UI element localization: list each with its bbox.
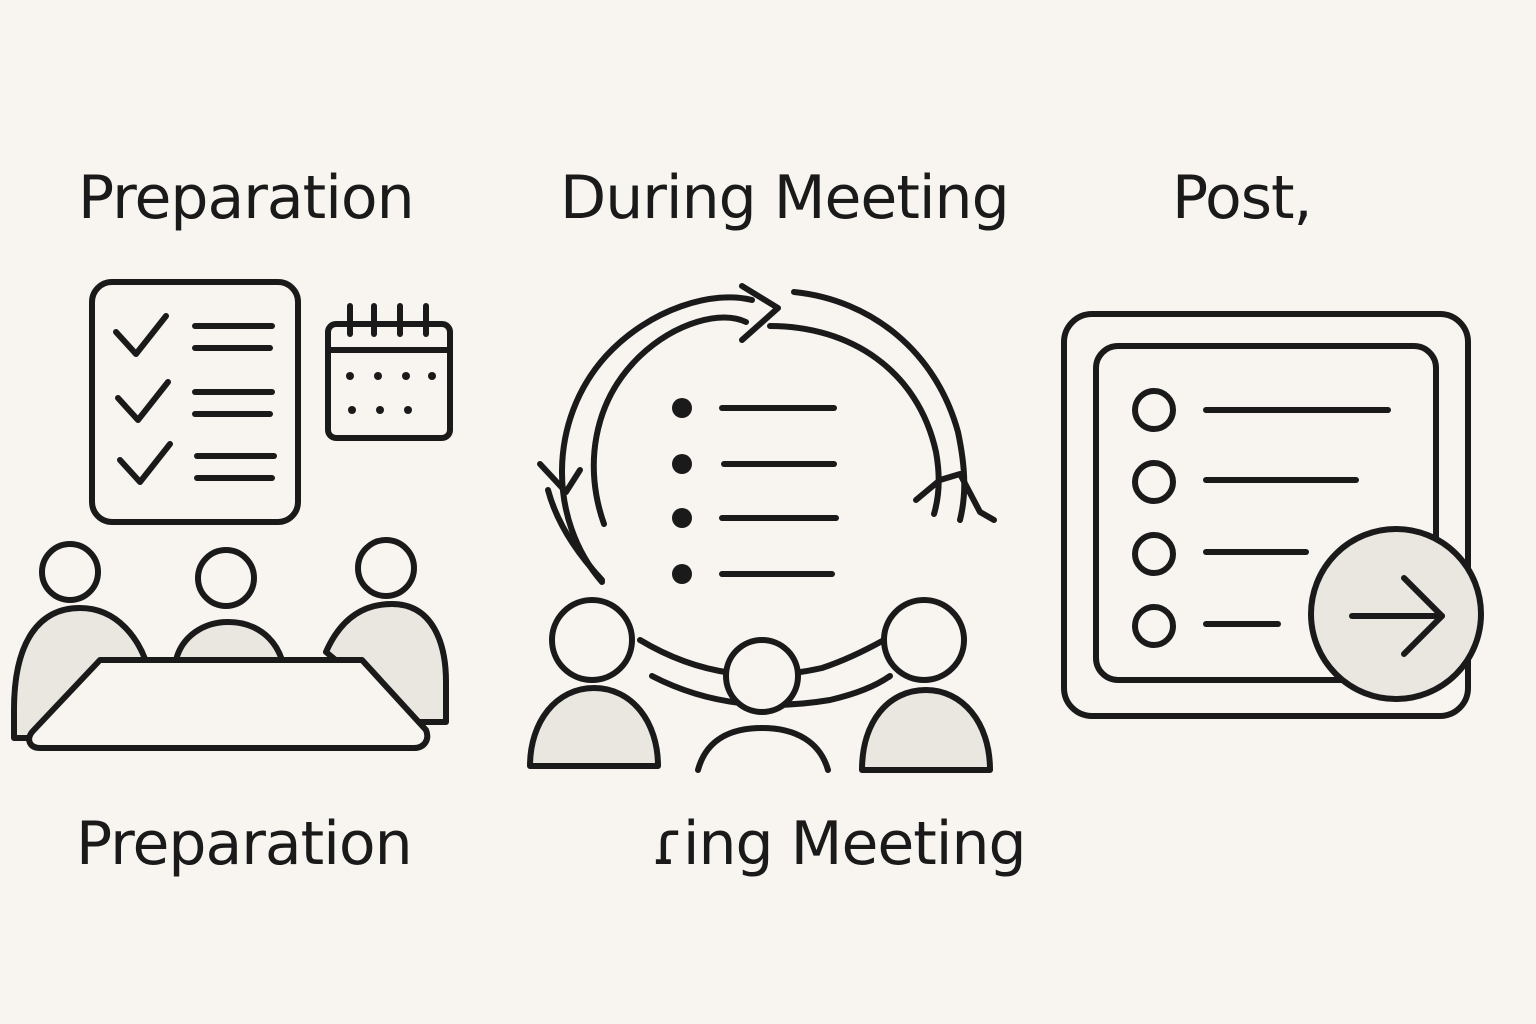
bullet-list-icon (672, 398, 839, 584)
post-meeting-title: Post, (1172, 163, 1313, 233)
document-list-icon (1061, 311, 1471, 719)
preparation-caption: Preparation (76, 809, 413, 879)
calendar-icon (325, 303, 453, 441)
next-arrow-icon (1308, 526, 1484, 702)
participants-icon (527, 597, 993, 773)
preparation-title: Preparation (78, 163, 415, 233)
during-meeting-caption: ɾing Meeting (652, 809, 1027, 879)
during-meeting-title: During Meeting (560, 163, 1010, 233)
meeting-table-icon (11, 537, 449, 751)
checklist-icon (89, 279, 301, 525)
cycle-arrows-icon (537, 283, 997, 708)
